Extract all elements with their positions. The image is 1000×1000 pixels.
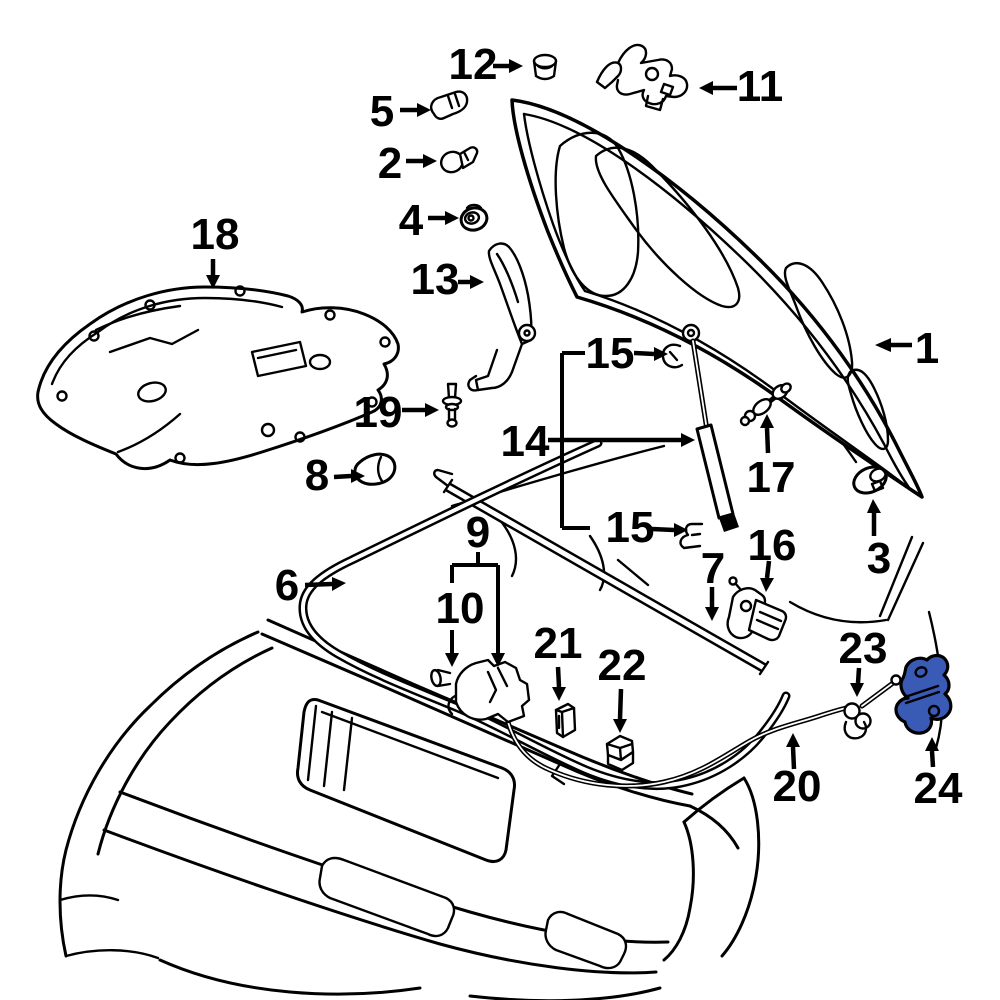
callout-9: 9 <box>466 508 490 557</box>
callout-24: 24 <box>914 764 963 813</box>
callout-5: 5 <box>370 87 394 136</box>
latch-support-bracket <box>447 658 531 724</box>
callout-12: 12 <box>449 40 498 89</box>
plug-8 <box>353 452 397 486</box>
strut-clip-lower <box>679 522 704 550</box>
pin-clip-19 <box>441 382 463 428</box>
car-front-body <box>58 303 944 1000</box>
callout-7: 7 <box>701 544 725 593</box>
callout-arrows <box>206 59 939 770</box>
hood-insulation-pad <box>36 285 400 471</box>
hood-seal <box>298 438 791 791</box>
callout-15b: 15 <box>606 503 655 552</box>
gas-strut <box>681 323 739 532</box>
strut-clip-upper <box>661 343 684 369</box>
callout-21: 21 <box>534 619 583 668</box>
callout-14: 14 <box>501 417 550 466</box>
bolt-5 <box>430 90 469 120</box>
callout-labels: 1 2 3 4 5 6 7 8 9 10 11 12 13 14 15 15 1… <box>191 40 963 813</box>
clip-22 <box>605 734 635 772</box>
callout-4: 4 <box>399 196 424 245</box>
callout-2: 2 <box>378 139 402 188</box>
callout-20: 20 <box>773 762 822 811</box>
cable-clip <box>843 702 872 740</box>
callout-19: 19 <box>354 388 403 437</box>
callout-6: 6 <box>275 561 299 610</box>
support-pin <box>430 668 452 688</box>
bolt-17 <box>739 382 792 427</box>
bolt-2 <box>439 146 479 174</box>
callout-16: 16 <box>748 521 797 570</box>
callout-3: 3 <box>867 534 891 583</box>
clip-21 <box>554 702 577 739</box>
grommet-3 <box>852 465 888 495</box>
hood-hinge-lower <box>467 242 537 392</box>
hood-release-cable <box>503 674 902 789</box>
callout-10: 10 <box>436 584 485 633</box>
callout-18: 18 <box>191 210 240 259</box>
callout-17: 17 <box>747 453 796 502</box>
callout-8: 8 <box>305 451 329 500</box>
cap-12 <box>532 53 558 81</box>
callout-15a: 15 <box>586 329 635 378</box>
callout-23: 23 <box>839 624 888 673</box>
hood-panel <box>510 98 924 499</box>
hood-hinge-upper <box>595 43 689 112</box>
hood-latch-highlighted <box>894 653 953 735</box>
hood-striker <box>726 576 788 642</box>
callout-1: 1 <box>915 324 939 373</box>
cowl-trim-strip <box>433 468 770 676</box>
grommet-4 <box>459 203 489 232</box>
callout-22: 22 <box>598 641 647 690</box>
callout-13: 13 <box>411 255 460 304</box>
callout-11: 11 <box>737 62 784 111</box>
